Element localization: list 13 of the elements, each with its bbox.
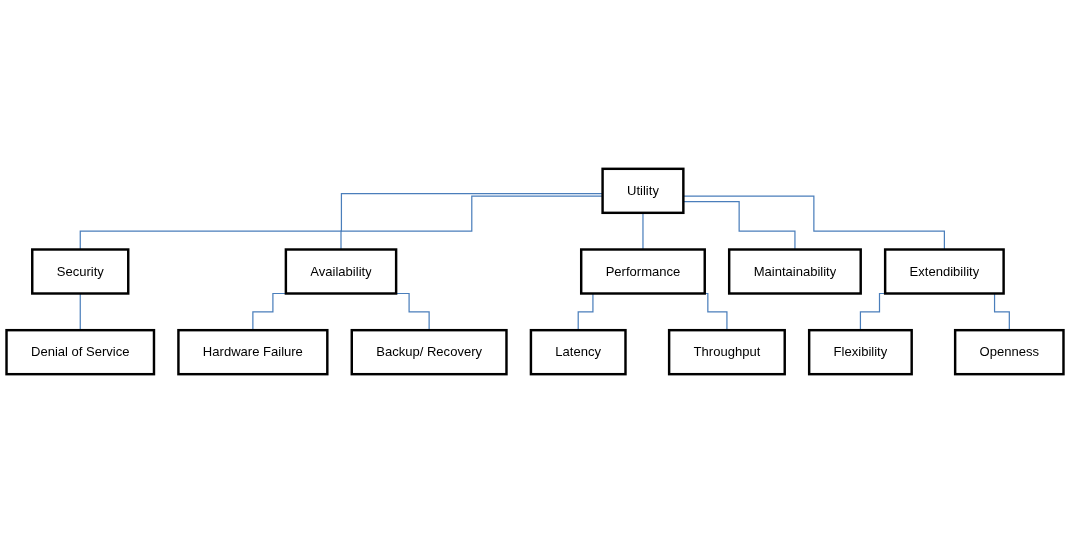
node-box: Security xyxy=(31,248,130,295)
node-box: Maintainability xyxy=(727,248,862,295)
node-box: Performance xyxy=(580,248,706,295)
node-box: Backup/ Recovery xyxy=(350,328,508,376)
node-box: Utility xyxy=(601,167,685,215)
node-box: Denial of Service xyxy=(5,328,156,376)
node-box: Latency xyxy=(529,328,627,376)
node-box: Availability xyxy=(284,248,398,295)
node-box: Openness xyxy=(953,328,1065,376)
node-box: Hardware Failure xyxy=(177,328,329,376)
node-box: Throughput xyxy=(667,328,786,376)
node-box: Flexibility xyxy=(807,328,913,376)
node-box: Extendibility xyxy=(883,248,1005,295)
